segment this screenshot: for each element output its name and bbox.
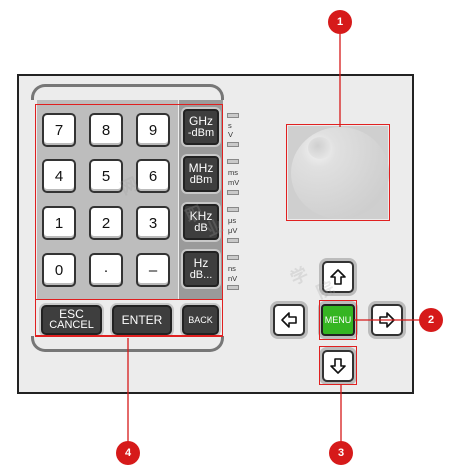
esc-cancel-button[interactable]: ESC CANCEL <box>41 305 102 335</box>
cancel-label: CANCEL <box>49 319 94 331</box>
unit-key-ghz[interactable]: GHz -dBm <box>183 109 219 145</box>
menu-button[interactable]: MENU <box>321 304 355 336</box>
keypad-bottom-bezel <box>31 336 224 352</box>
unit-key-hz-alt: dB... <box>189 269 213 281</box>
up-arrow-button[interactable] <box>322 261 354 293</box>
callout-1: 1 <box>328 10 352 34</box>
sub-unit-label: ms <box>228 168 238 177</box>
right-arrow-button[interactable] <box>371 304 403 336</box>
key-1[interactable]: 1 <box>42 206 76 240</box>
indicator-lamp <box>227 207 239 212</box>
up-arrow-icon <box>330 269 346 285</box>
esc-label: ESC <box>59 307 84 321</box>
unit-key-khz-alt: dB <box>194 222 208 234</box>
sub-unit-label: s <box>228 121 232 130</box>
indicator-lamp <box>227 285 239 290</box>
key-7[interactable]: 7 <box>42 113 76 147</box>
rotary-knob[interactable] <box>291 127 389 219</box>
unit-key-khz[interactable]: KHz dB <box>183 204 219 240</box>
key-0[interactable]: 0 <box>42 253 76 287</box>
left-arrow-button[interactable] <box>273 304 305 336</box>
down-arrow-icon <box>330 358 346 374</box>
rotary-knob-finger-dimple <box>308 137 332 159</box>
indicator-lamp <box>227 113 239 118</box>
key-4[interactable]: 4 <box>42 159 76 193</box>
back-button[interactable]: BACK <box>182 305 219 335</box>
unit-key-hz[interactable]: Hz dB... <box>183 251 219 287</box>
unit-key-ghz-main: GHz <box>189 114 213 128</box>
callout-4: 4 <box>116 441 140 465</box>
sub-unit-label: V <box>228 130 234 139</box>
unit-key-ghz-alt: -dBm <box>187 127 215 139</box>
unit-key-mhz[interactable]: MHz dBm <box>183 156 219 192</box>
unit-key-hz-main: Hz <box>193 256 209 270</box>
sub-unit-label: nV <box>228 274 238 283</box>
right-arrow-icon <box>379 312 395 328</box>
indicator-lamp <box>227 255 239 260</box>
down-arrow-button[interactable] <box>322 350 354 382</box>
key-8[interactable]: 8 <box>89 113 123 147</box>
sub-unit-label: mV <box>228 178 240 187</box>
key-decimal-point[interactable]: · <box>89 253 123 287</box>
key-5[interactable]: 5 <box>89 159 123 193</box>
indicator-lamp <box>227 142 239 147</box>
keypad-top-bezel <box>31 84 224 100</box>
key-6[interactable]: 6 <box>136 159 170 193</box>
indicator-lamp <box>227 190 239 195</box>
key-minus[interactable]: – <box>136 253 170 287</box>
indicator-lamp <box>227 159 239 164</box>
left-arrow-icon <box>281 312 297 328</box>
sub-unit-label: μs <box>228 216 237 225</box>
sub-unit-label: μV <box>228 226 238 235</box>
callout-3: 3 <box>329 441 353 465</box>
unit-key-mhz-main: MHz <box>188 161 214 175</box>
callout-2: 2 <box>419 308 443 332</box>
key-9[interactable]: 9 <box>136 113 170 147</box>
sub-unit-label: ns <box>228 264 236 273</box>
indicator-lamp <box>227 238 239 243</box>
unit-key-mhz-alt: dBm <box>189 174 213 186</box>
key-2[interactable]: 2 <box>89 206 123 240</box>
unit-key-khz-main: KHz <box>189 209 213 223</box>
key-3[interactable]: 3 <box>136 206 170 240</box>
enter-button[interactable]: ENTER <box>112 305 172 335</box>
